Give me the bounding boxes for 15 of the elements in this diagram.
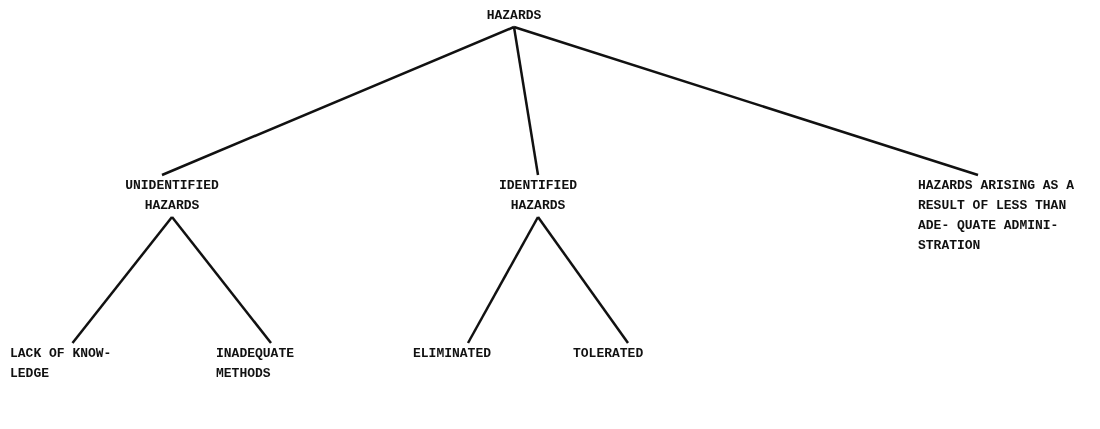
- connector-line: [513, 25, 979, 177]
- node-label: IDENTIFIED HAZARDS: [478, 176, 598, 216]
- node-label: UNIDENTIFIED HAZARDS: [102, 176, 242, 216]
- node-label: HAZARDS: [474, 6, 554, 26]
- node-label: INADEQUATE METHODS: [216, 344, 326, 384]
- node-label: HAZARDS ARISING AS A RESULT OF LESS THAN ADE- QUATE ADMINI- STRATION: [918, 176, 1088, 256]
- connector-line: [537, 216, 629, 344]
- connector-line: [512, 26, 540, 176]
- connector-line: [171, 216, 272, 344]
- connector-line: [161, 25, 515, 177]
- node-label: LACK OF KNOW- LEDGE: [10, 344, 135, 384]
- node-label: TOLERATED: [573, 344, 683, 364]
- connector-line: [71, 216, 173, 344]
- connector-line: [466, 216, 540, 344]
- node-label: ELIMINATED: [413, 344, 523, 364]
